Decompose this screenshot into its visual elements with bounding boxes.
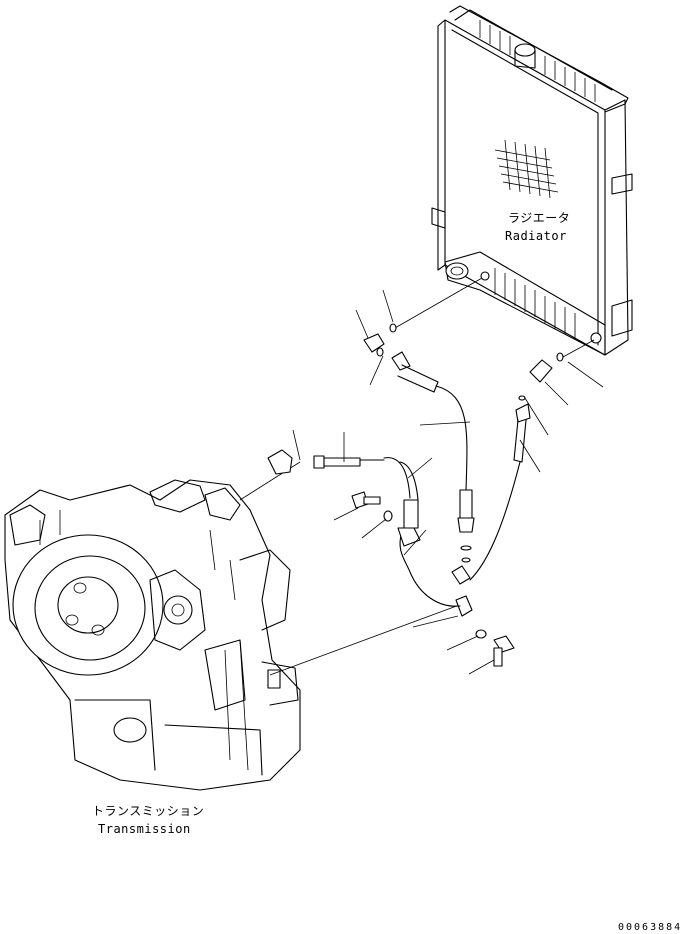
callout-leader-lines xyxy=(292,289,604,675)
transmission-label-jp: トランスミッション xyxy=(92,804,204,818)
core-hatch-mark xyxy=(494,139,559,199)
transmission-label-en: Transmission xyxy=(98,822,191,836)
radiator: ラジエータ Radiator xyxy=(431,5,633,356)
radiator-label-en: Radiator xyxy=(505,229,567,243)
transmission: トランスミッション Transmission xyxy=(4,479,301,836)
radiator-label-jp: ラジエータ xyxy=(508,211,570,225)
hoses-and-fittings xyxy=(239,277,595,676)
drawing-code: 00063884 xyxy=(618,922,682,933)
